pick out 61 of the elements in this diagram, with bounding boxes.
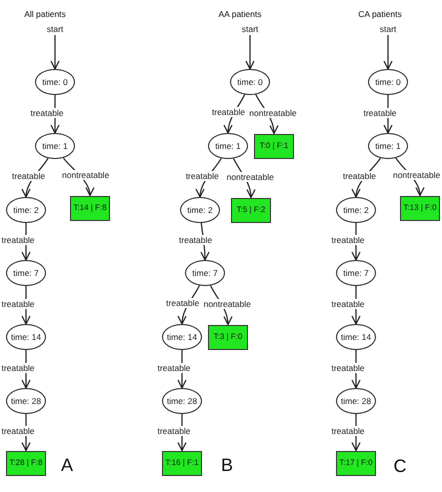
start-label: start <box>375 23 401 35</box>
edge-label: treatable <box>362 108 398 118</box>
edge-label: nontreatable <box>248 108 298 118</box>
panel-title: CA patients <box>358 10 402 18</box>
edge-label: treatable <box>178 235 214 246</box>
edge-label: treatable <box>156 426 192 436</box>
edge-label: treatable <box>210 107 246 118</box>
arrow <box>383 35 393 70</box>
edge-label: nontreatable <box>392 170 442 180</box>
state-node: time: 0 <box>230 69 270 95</box>
state-node: time: 14 <box>6 324 46 350</box>
outcome-node: T:0 | F:1 <box>254 134 294 158</box>
edge-label: treatable <box>342 171 378 182</box>
state-node: time: 2 <box>6 197 46 223</box>
state-node: time: 28 <box>6 388 46 414</box>
edge-label: treatable <box>165 298 200 308</box>
outcome-node: T:14 | F:8 <box>70 196 110 220</box>
state-node: time: 7 <box>6 260 46 286</box>
panel-title: AA patients <box>218 10 262 18</box>
state-node: time: 1 <box>35 133 75 159</box>
edge-label: treatable <box>184 171 220 182</box>
edge-label: nontreatable <box>61 170 110 180</box>
edge-label: nontreatable <box>226 172 275 182</box>
outcome-node: T:3 | F:0 <box>208 324 248 350</box>
edge-label: treatable <box>0 298 36 309</box>
edge-label: treatable <box>330 362 366 373</box>
state-node: time: 0 <box>368 69 408 95</box>
state-node: time: 2 <box>180 197 220 223</box>
outcome-node: T:16 | F:1 <box>162 450 202 476</box>
outcome-node: T:17 | F:0 <box>336 450 376 476</box>
state-node: time: 2 <box>336 197 376 223</box>
state-node: time: 14 <box>162 324 202 350</box>
edge-label: treatable <box>11 171 46 182</box>
edge-label: treatable <box>29 108 65 118</box>
edge-label: treatable <box>0 235 36 246</box>
edge-label: treatable <box>156 362 192 373</box>
state-node: time: 1 <box>368 133 408 159</box>
edge-label: treatable <box>0 362 36 373</box>
state-node: time: 14 <box>336 324 376 350</box>
start-label: start <box>237 23 263 35</box>
outcome-node: T:28 | F:8 <box>6 450 46 476</box>
panel-title: All patients <box>24 10 66 18</box>
panel-letter: A <box>61 456 73 474</box>
start-label: start <box>42 23 68 35</box>
arrow <box>245 35 255 70</box>
outcome-node: T:13 | F:0 <box>400 196 440 220</box>
outcome-node: T:5 | F:2 <box>231 198 271 222</box>
edge-label: treatable <box>330 235 366 246</box>
panel-letter: B <box>221 456 233 474</box>
state-node: time: 28 <box>336 388 376 414</box>
state-node: time: 7 <box>336 260 376 286</box>
state-node: time: 28 <box>162 388 202 414</box>
panel-letter: C <box>394 457 406 475</box>
state-node: time: 0 <box>35 69 75 95</box>
state-node: time: 1 <box>208 133 248 159</box>
edge-label: nontreatable <box>202 298 252 309</box>
edge-label: treatable <box>330 298 366 309</box>
edge-label: treatable <box>330 426 366 436</box>
state-node: time: 7 <box>185 260 225 286</box>
arrow <box>50 35 60 70</box>
edge-label: treatable <box>0 426 36 436</box>
